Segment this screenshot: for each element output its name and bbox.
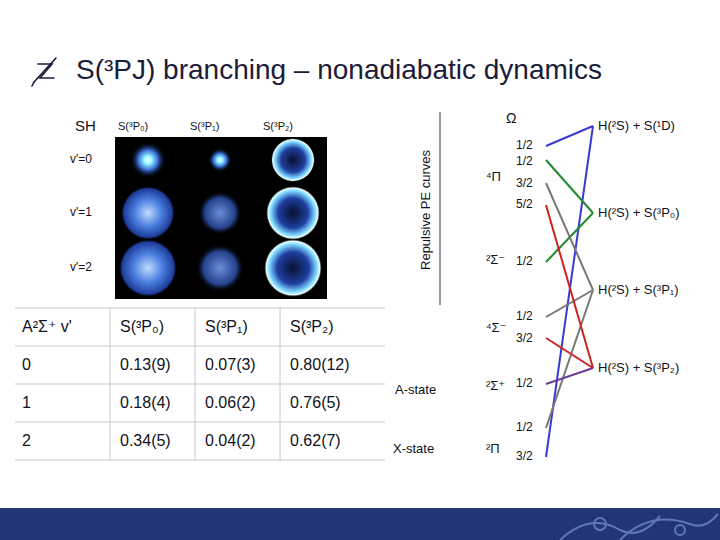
table-cell: 0.04(2) (205, 432, 256, 450)
table-cell: 2 (22, 432, 31, 450)
column-header: S(³P₀) (118, 120, 148, 133)
image-ring (264, 239, 322, 297)
correlation-line (546, 338, 593, 368)
image-disk (119, 239, 177, 297)
omega-value: 3/2 (516, 450, 533, 464)
asymptote-label: H(²S) + S(³P₂) (598, 361, 679, 376)
image-ring (266, 186, 320, 240)
footer-logo (560, 514, 718, 540)
state-label: ⁴Π (486, 170, 501, 185)
table-rule (280, 308, 281, 460)
table-cell: 0.80(12) (290, 356, 350, 374)
icon-stroke (32, 82, 34, 86)
state-label: ²Π (486, 442, 500, 457)
footer-band (0, 508, 720, 540)
state-label: ⁴Σ⁻ (486, 321, 506, 336)
table-cell: 0 (22, 356, 31, 374)
table-rule (195, 308, 196, 460)
asymptote-label: H(²S) + S(¹D) (598, 119, 675, 134)
correlation-lines (546, 126, 593, 457)
omega-value: 1/2 (516, 255, 533, 269)
state-label: ²Σ⁻ (486, 253, 505, 268)
omega-value: 1/2 (516, 377, 533, 391)
correlation-line (546, 368, 593, 384)
asymptote-label: H(²S) + S(³P₀) (598, 206, 680, 221)
table-cell: 1 (22, 394, 31, 412)
axis-title: Repulsive PE curves (419, 150, 434, 270)
omega-value: 5/2 (516, 198, 533, 212)
correlation-line (546, 160, 593, 213)
correlation-line (546, 290, 593, 428)
correlation-line (546, 183, 593, 290)
table-rule (15, 308, 385, 309)
state-name: X-state (393, 442, 434, 457)
title-icon (32, 58, 56, 86)
omega-header: Ω (506, 110, 516, 126)
correlation-line (546, 205, 593, 368)
asymptote-label: H(²S) + S(³P₁) (598, 283, 679, 298)
table-rule (15, 460, 385, 461)
table-cell: 0.76(5) (290, 394, 341, 412)
table-header: S(³P₁) (205, 318, 248, 336)
table-cell: 0.18(4) (120, 394, 171, 412)
axis-line (440, 112, 441, 305)
column-header: S(³P₁) (190, 120, 219, 133)
logo-stroke (594, 518, 606, 530)
table-cell: 0.62(7) (290, 432, 341, 450)
table-header: S(³P₂) (290, 318, 334, 336)
row-label: v'=0 (70, 153, 92, 167)
logo-stroke (675, 525, 685, 535)
table-cell: 0.13(9) (120, 356, 171, 374)
image-panel (115, 137, 327, 299)
slide-title: S(³PJ) branching – nonadiabatic dynamics (76, 54, 602, 86)
image-disk (198, 191, 242, 235)
omega-value: 3/2 (516, 177, 533, 191)
image-disk (196, 244, 244, 292)
image-spot (208, 148, 232, 172)
image-ring (271, 138, 315, 182)
table-rule (15, 346, 385, 347)
table-rule (15, 384, 385, 385)
logo-stroke (560, 516, 660, 540)
table-cell: 0.06(2) (205, 394, 256, 412)
table-header: S(³P₀) (120, 318, 164, 336)
icon-stroke (34, 58, 56, 82)
state-label: ²Σ⁺ (486, 379, 505, 394)
omega-value: 1/2 (516, 421, 533, 435)
table-grid (15, 308, 385, 460)
table-rule (110, 308, 111, 460)
image-spot (130, 142, 166, 178)
table-header: A²Σ⁺ v' (22, 318, 72, 336)
logo-stroke (620, 514, 718, 540)
row-label: v'=1 (70, 206, 92, 220)
correlation-line (546, 126, 593, 146)
table-cell: 0.07(3) (205, 356, 256, 374)
image-disk (121, 186, 175, 240)
omega-value: 1/2 (516, 139, 533, 153)
omega-value: 3/2 (516, 332, 533, 346)
state-name: A-state (395, 383, 436, 398)
table-rule (15, 422, 385, 423)
omega-value: 1/2 (516, 155, 533, 169)
omega-value: 1/2 (516, 310, 533, 324)
image-label: SH (75, 117, 96, 134)
table-cell: 0.34(5) (120, 432, 171, 450)
column-header: S(³P₂) (263, 120, 293, 133)
icon-stroke (38, 64, 54, 78)
correlation-line (546, 126, 593, 457)
row-label: v'=2 (70, 261, 92, 275)
